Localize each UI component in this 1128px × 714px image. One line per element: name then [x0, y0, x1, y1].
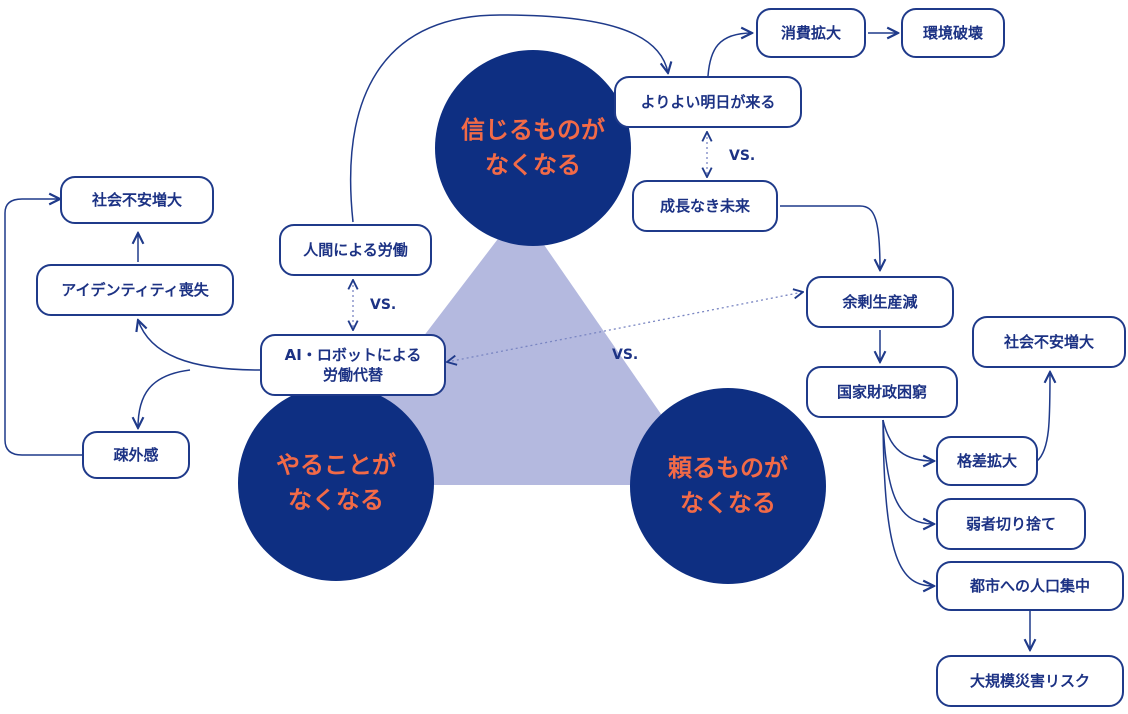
- node-label: 国家財政困窮: [836, 382, 927, 401]
- node-environmental-destruction: 環境破壊: [901, 8, 1005, 58]
- vs-label-tomorrow-nogrowth: VS.: [729, 148, 756, 164]
- node-label: 都市への人口集中: [969, 576, 1090, 595]
- node-label: 消費拡大: [780, 23, 841, 42]
- node-human-labor: 人間による労働: [279, 224, 432, 276]
- circle-believe: 信じるものが なくなる: [435, 50, 631, 246]
- node-label: 格差拡大: [956, 451, 1017, 470]
- edge-no-growth-to-surplus: [780, 205, 880, 270]
- node-label: 弱者切り捨て: [965, 514, 1056, 533]
- vs-label-center: VS.: [612, 347, 639, 363]
- circle-rely-label: 頼るものが なくなる: [668, 454, 788, 517]
- node-social-unrest-left: 社会不安増大: [60, 176, 214, 224]
- node-label: 社会不安増大: [91, 190, 182, 209]
- circle-rely: 頼るものが なくなる: [630, 388, 826, 584]
- edge-ai-to-identity: [138, 320, 261, 371]
- node-label: 疎外感: [113, 445, 159, 464]
- node-consumption-expansion: 消費拡大: [756, 8, 866, 58]
- node-label: アイデンティティ喪失: [61, 280, 209, 299]
- circle-believe-label: 信じるものが なくなる: [461, 116, 605, 179]
- edge-vs-ai-surplus: [447, 292, 803, 362]
- edge-finance-to-urban: [882, 419, 934, 586]
- node-label: 大規模災害リスク: [969, 671, 1090, 690]
- node-urban-concentration: 都市への人口集中: [936, 561, 1124, 611]
- circle-work-label: やることが なくなる: [276, 451, 396, 514]
- node-ai-robot-labor: AI・ロボットによる 労働代替: [260, 334, 446, 396]
- circle-work: やることが なくなる: [238, 385, 434, 581]
- node-better-tomorrow: よりよい明日が来る: [614, 76, 802, 128]
- node-social-unrest-right: 社会不安増大: [972, 316, 1126, 368]
- node-abandon-weak: 弱者切り捨て: [936, 498, 1086, 550]
- node-label: よりよい明日が来る: [640, 92, 776, 111]
- edge-finance-to-inequality: [882, 419, 934, 461]
- edge-alienation-loop-to-unrest: [4, 199, 82, 456]
- node-surplus-production-decrease: 余剰生産減: [806, 276, 954, 328]
- node-disaster-risk: 大規模災害リスク: [936, 655, 1124, 707]
- node-label: 環境破壊: [922, 23, 983, 42]
- edge-human-labor-to-better-tomorrow: [349, 14, 668, 223]
- node-label: 余剰生産減: [842, 292, 918, 311]
- node-label: 社会不安増大: [1003, 332, 1094, 351]
- node-alienation: 疎外感: [82, 431, 190, 479]
- edge-ai-to-alienation: [138, 369, 191, 428]
- node-label: 成長なき未来: [659, 196, 750, 215]
- node-label: AI・ロボットによる 労働代替: [284, 345, 422, 384]
- edge-inequality-to-unrest: [1036, 372, 1050, 462]
- node-no-growth-future: 成長なき未来: [632, 180, 778, 232]
- vs-label-human-ai: VS.: [370, 297, 397, 313]
- node-label: 人間による労働: [303, 240, 408, 259]
- edge-finance-to-weak: [882, 419, 934, 524]
- node-national-finance-poverty: 国家財政困窮: [806, 366, 958, 418]
- edge-better-tomorrow-to-consumption: [707, 33, 752, 77]
- node-identity-loss: アイデンティティ喪失: [36, 264, 234, 316]
- node-inequality-expansion: 格差拡大: [936, 436, 1038, 486]
